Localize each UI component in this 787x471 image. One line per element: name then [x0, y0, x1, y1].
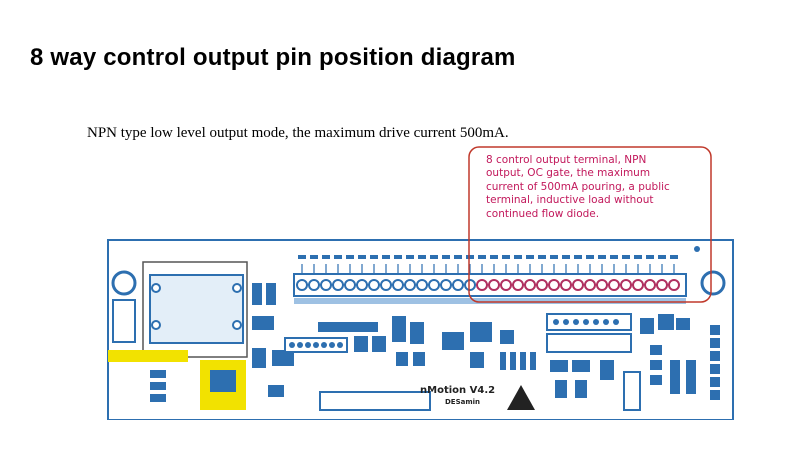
- terminal-pins: [296, 279, 680, 291]
- resistor-row: [318, 322, 378, 332]
- right-edge-connector: [710, 325, 720, 400]
- callout-box: [468, 146, 712, 303]
- diagram-subtitle: NPN type low level output mode, the maxi…: [87, 125, 509, 141]
- board-brand-label: DESamin: [445, 398, 480, 406]
- silkscreen-pin-labels: [298, 255, 678, 259]
- board-model-label: nMotion V4.2: [420, 385, 495, 396]
- diagram-title: 8 way control output pin position diagra…: [30, 44, 516, 71]
- mount-dot: [694, 246, 700, 252]
- ic-chip-u3: [319, 391, 431, 411]
- warning-triangle: [507, 385, 535, 410]
- highlight-yellow-area: [108, 350, 188, 362]
- pcb-board-figure: nMotion V4.2 DESamin: [107, 146, 734, 420]
- callout-text: 8 control output terminal, NPN output, O…: [486, 154, 670, 220]
- mounting-hole-left: [111, 270, 137, 296]
- mounting-hole-right: [700, 270, 726, 296]
- power-connector: [112, 299, 136, 343]
